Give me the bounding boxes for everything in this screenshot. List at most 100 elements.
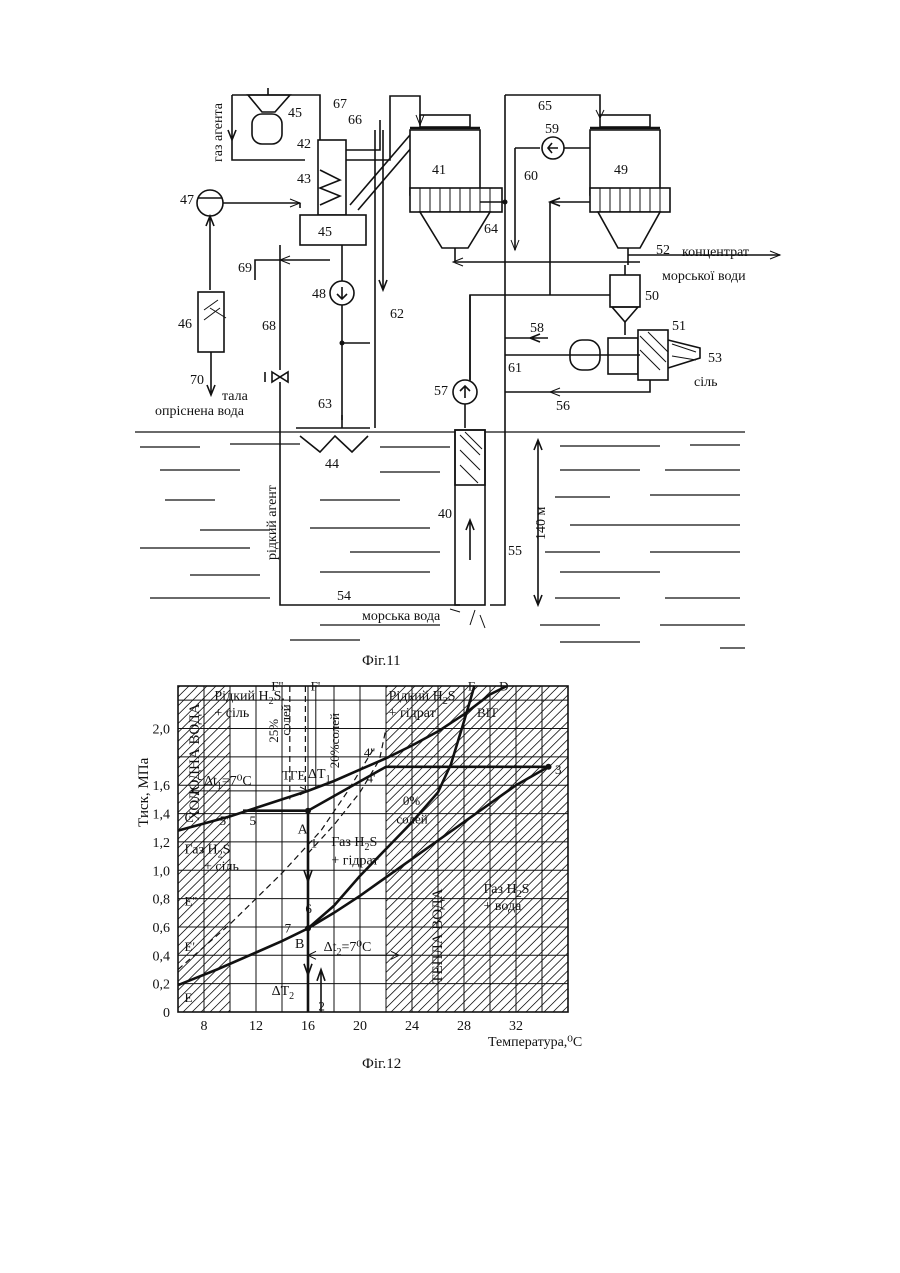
hatch-line (0, 686, 135, 1012)
process-path (243, 767, 549, 1012)
process-flow-diagram: 45 42 43 47 45 41 59 49 46 48 50 51 57 4… (0, 0, 900, 680)
label-p4b: 4' (367, 770, 376, 785)
hatch-line (760, 686, 900, 1012)
hatch-line (130, 686, 460, 1012)
hatch-line (679, 686, 900, 1012)
melter-44 (296, 415, 370, 452)
label-E1: E' (185, 939, 195, 954)
hatch-line (0, 686, 216, 1012)
label-E: E (185, 990, 193, 1005)
hatch-line (211, 686, 541, 1012)
hatch-line (516, 686, 846, 1012)
riser-column-40 (280, 395, 505, 628)
y-tick-label: 0,8 (153, 893, 171, 908)
hatch-line (517, 686, 847, 1012)
label-salt25a: 25% (266, 719, 281, 743)
label-54: 54 (337, 589, 351, 604)
label-43: 43 (297, 172, 311, 187)
label-bit: ВІТ (477, 705, 498, 720)
hatch-line (454, 686, 784, 1012)
hatch-line (354, 686, 684, 1012)
hatch-line (256, 686, 586, 1012)
hatch-line (0, 686, 279, 1012)
hatch-line (147, 686, 477, 1012)
line-69 (255, 256, 330, 280)
hatch-line (444, 686, 774, 1012)
hatch-line (76, 686, 406, 1012)
hatch-line (183, 686, 513, 1012)
hatch-line (129, 686, 459, 1012)
hatch-line (670, 686, 900, 1012)
label-B: B (295, 937, 304, 952)
depth-label: 140 м (534, 507, 549, 541)
hatch-line (436, 686, 766, 1012)
hatch-line (237, 686, 567, 1012)
hatch-line (616, 686, 900, 1012)
hatch-line (201, 686, 531, 1012)
x-tick-label: 24 (405, 1019, 419, 1034)
hatch-line (327, 686, 657, 1012)
y-tick-label: 0,2 (153, 978, 171, 993)
hatch-line (526, 686, 856, 1012)
x-tick-label: 32 (509, 1019, 523, 1034)
hatch-line (364, 686, 694, 1012)
hatch-line (706, 686, 900, 1012)
hatch-line (472, 686, 802, 1012)
label-70: 70 (190, 373, 204, 388)
hatch-line (220, 686, 550, 1012)
label-F: F (468, 678, 475, 693)
hatch-line (13, 686, 343, 1012)
point-A (305, 808, 311, 814)
hatch-line (0, 686, 297, 1012)
hatch-line (310, 686, 640, 1012)
hatch-line (391, 686, 721, 1012)
hatch-line (418, 686, 748, 1012)
hatch-line (508, 686, 838, 1012)
label-63: 63 (318, 397, 332, 412)
hatch-line (571, 686, 900, 1012)
label-68: 68 (262, 319, 276, 334)
liquid-agent-label: рідкий агент (265, 485, 280, 560)
hatch-line (121, 686, 451, 1012)
hatch-line (435, 686, 765, 1012)
x-tick-label: 16 (301, 1019, 315, 1034)
hatch-line (0, 686, 315, 1012)
label-D: D (499, 678, 508, 693)
hatch-line (21, 686, 351, 1012)
hatch-line (0, 686, 288, 1012)
hatch-line (84, 686, 414, 1012)
hatch-line (4, 686, 334, 1012)
label-58: 58 (530, 321, 544, 336)
hatch-line (66, 686, 396, 1012)
label-salt25b: солей (278, 704, 293, 735)
hatch-line (228, 686, 558, 1012)
label-gas_salt_1: Газ H2S (185, 842, 231, 860)
hatch-line (94, 686, 424, 1012)
hatch-line (355, 686, 685, 1012)
chart-hatching (0, 686, 900, 1012)
gas-agent-label: газ агента (211, 102, 226, 162)
hatch-line (417, 686, 747, 1012)
hatch-line (30, 686, 360, 1012)
hatch-line (22, 686, 352, 1012)
hatch-line (390, 686, 720, 1012)
hatch-line (184, 686, 514, 1012)
hatch-line (0, 686, 126, 1012)
label-47: 47 (180, 193, 194, 208)
hatch-line (336, 686, 666, 1012)
hatch-line (525, 686, 855, 1012)
hatch-line (787, 686, 900, 1012)
pump-57 (453, 295, 477, 428)
hatch-line (507, 686, 837, 1012)
hatch-line (426, 686, 756, 1012)
label-salt20: 20%солей (327, 713, 342, 768)
hatch-line (0, 686, 144, 1012)
hatch-line (210, 686, 540, 1012)
label-C: C (185, 811, 194, 826)
hatch-line (193, 686, 523, 1012)
salt-label: сіль (694, 375, 717, 390)
desalinated-label: опріснена вода (155, 404, 245, 419)
label-F1: F' (311, 678, 321, 693)
sea-water-label: морська вода (362, 609, 441, 624)
x-tick-label: 8 (201, 1019, 208, 1034)
